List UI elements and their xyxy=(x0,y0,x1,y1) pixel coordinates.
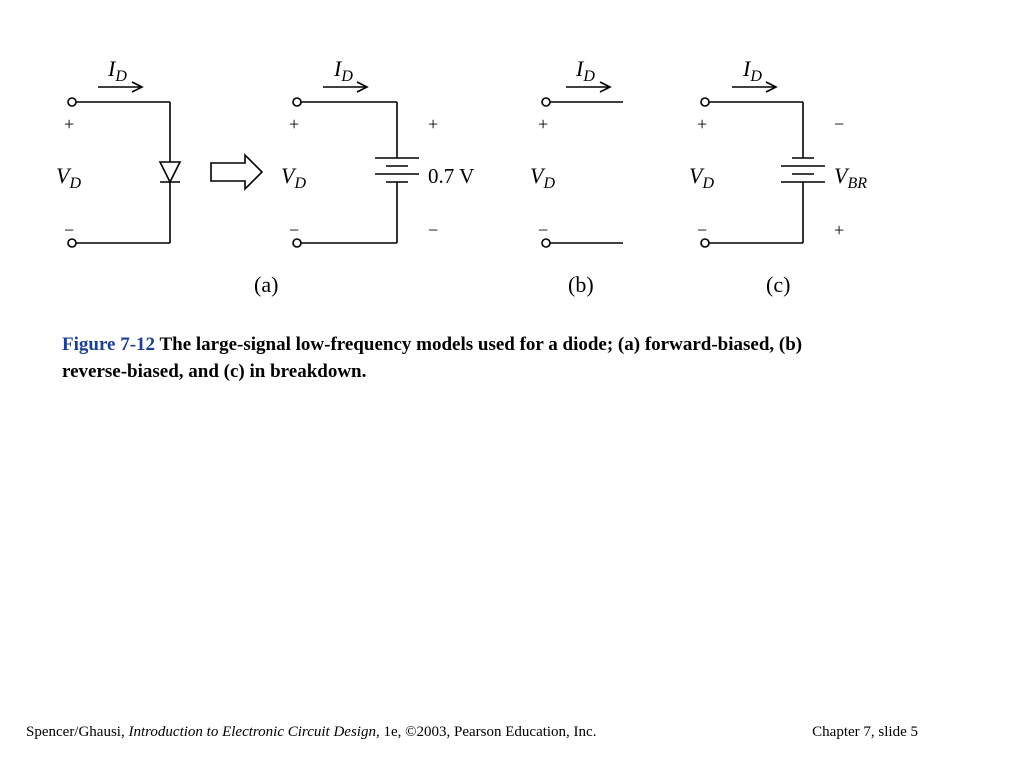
slide-footer: Spencer/Ghausi, Introduction to Electron… xyxy=(26,724,918,741)
current-arrowhead xyxy=(599,81,612,93)
breakdown-voltage-label: VBR xyxy=(834,163,867,192)
terminal-bottom xyxy=(292,238,302,248)
current-label: ID xyxy=(742,56,762,85)
footer-edition: , 1e, ©2003, Pearson Education, Inc. xyxy=(375,724,597,740)
voltage-label: VD xyxy=(530,163,555,192)
minus-sign: − xyxy=(64,220,74,240)
diode-symbol xyxy=(158,161,182,184)
footer-citation: Spencer/Ghausi, Introduction to Electron… xyxy=(26,724,596,741)
figure-caption: Figure 7-12 The large-signal low-frequen… xyxy=(62,331,862,385)
battery-voltage-label: 0.7 V xyxy=(428,164,474,188)
terminal-bottom xyxy=(541,238,551,248)
battery-minus-sign: − xyxy=(834,114,844,134)
footer-slide-number: Chapter 7, slide 5 xyxy=(812,724,918,740)
plus-sign: + xyxy=(64,114,74,134)
plus-sign: + xyxy=(289,114,299,134)
circuit-diode: ID + VD − xyxy=(56,56,182,248)
voltage-label: VD xyxy=(689,163,714,192)
circuit-battery-forward: ID + VD − + 0.7 V − (a) xyxy=(254,56,474,297)
voltage-label: VD xyxy=(56,163,81,192)
current-label: ID xyxy=(107,56,127,85)
terminal-bottom xyxy=(700,238,710,248)
current-label: ID xyxy=(575,56,595,85)
diode-models-figure: ID + VD − ID + VD − + 0.7 V − (a) xyxy=(56,56,867,297)
current-label: ID xyxy=(333,56,353,85)
figure-number: Figure 7-12 xyxy=(62,334,156,355)
minus-sign: − xyxy=(538,220,548,240)
panel-label-b: (b) xyxy=(568,272,594,297)
terminal-top xyxy=(541,97,551,107)
voltage-label: VD xyxy=(281,163,306,192)
plus-sign: + xyxy=(697,114,707,134)
terminal-top xyxy=(700,97,710,107)
footer-authors: Spencer/Ghausi, xyxy=(26,724,129,740)
minus-sign: − xyxy=(697,220,707,240)
current-arrowhead xyxy=(765,81,778,93)
footer-book-title: Introduction to Electronic Circuit Desig… xyxy=(128,724,376,740)
equivalence-arrow-icon xyxy=(210,153,264,191)
circuit-open-reverse: ID + VD − (b) xyxy=(530,56,623,297)
battery-plus-sign: + xyxy=(428,114,438,134)
panel-label-c: (c) xyxy=(766,272,790,297)
circuit-battery-breakdown: ID + VD − − VBR + (c) xyxy=(689,56,867,297)
battery-plus-sign: + xyxy=(834,220,844,240)
current-arrowhead xyxy=(356,81,369,93)
caption-text: The large-signal low-frequency models us… xyxy=(62,334,803,382)
terminal-top xyxy=(292,97,302,107)
terminal-bottom xyxy=(67,238,77,248)
plus-sign: + xyxy=(538,114,548,134)
battery-minus-sign: − xyxy=(428,220,438,240)
minus-sign: − xyxy=(289,220,299,240)
panel-label-a: (a) xyxy=(254,272,278,297)
terminal-top xyxy=(67,97,77,107)
current-arrowhead xyxy=(131,81,144,93)
